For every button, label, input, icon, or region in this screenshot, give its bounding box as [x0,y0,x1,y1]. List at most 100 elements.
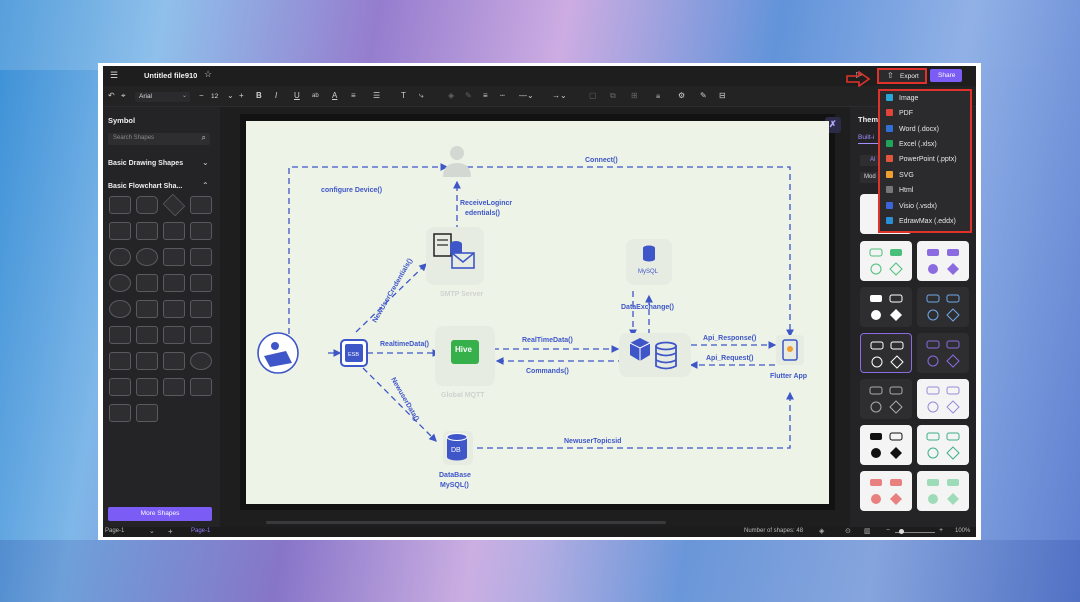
theme-tile-red[interactable] [860,471,912,511]
chevron-down-icon[interactable]: ⌄ [202,158,209,167]
process-shape[interactable] [109,196,131,214]
shadow-icon[interactable]: ▢ [589,91,597,100]
export-svg-item[interactable]: SVG [886,170,914,182]
strikethrough-icon[interactable]: ab [312,93,319,99]
terminator-shape[interactable] [109,248,131,266]
export-button[interactable]: ⇧ Export [877,68,927,84]
chip-all[interactable]: Al [860,155,882,166]
align-icon[interactable]: ≡ [351,91,356,100]
circle-shape[interactable] [109,300,131,318]
star-icon[interactable]: ☆ [204,69,213,79]
font-color-icon[interactable]: A [332,91,338,100]
decision-shape[interactable] [162,193,186,217]
card-shape[interactable] [190,222,212,240]
line-weight-icon[interactable]: ≡ [483,91,488,100]
export-html-item[interactable]: Html [886,185,913,197]
connector-icon[interactable]: ⤷ [419,91,424,100]
theme-tile-green-1[interactable] [860,241,912,281]
bold-icon[interactable]: B [256,91,262,100]
brace-right-shape[interactable] [136,404,158,422]
increase-font-icon[interactable]: + [239,91,244,100]
horizontal-scrollbar[interactable] [266,521,666,524]
more-shapes-button[interactable]: More Shapes [108,507,212,521]
chip-mode[interactable]: Mod [860,172,882,183]
actor-shape[interactable] [163,248,185,266]
sort-shape[interactable] [163,352,185,370]
ai-assistant-button[interactable]: ✗ [825,117,841,133]
connector-shape[interactable] [136,248,158,266]
collate-shape[interactable] [136,352,158,370]
chevron-down-icon[interactable]: ⌄ [227,91,234,100]
export-word-item[interactable]: Word (.docx) [886,124,939,136]
ellipse-shape[interactable] [109,274,131,292]
hexagon-shape[interactable] [109,352,131,370]
export-image-item[interactable]: Image [886,93,918,105]
theme-tile-dark-blue[interactable] [917,287,969,327]
layers-icon[interactable]: ◈ [819,528,825,535]
export-edrawmax-item[interactable]: EdrawMax (.eddx) [886,216,956,228]
stored-data-shape[interactable] [136,274,158,292]
section-basic-flowchart-shapes[interactable]: Basic Flowchart Sha... [108,183,183,190]
export-powerpoint-item[interactable]: PowerPoint (.pptx) [886,154,957,166]
database-shape[interactable] [190,248,212,266]
decrease-font-icon[interactable]: − [199,91,204,100]
annotation-shape[interactable] [163,378,185,396]
book-icon[interactable]: ▥ [864,528,871,535]
mysql-node[interactable] [626,239,672,285]
delay-shape[interactable] [136,300,158,318]
export-pdf-item[interactable]: PDF [886,108,913,120]
display-shape[interactable] [163,274,185,292]
data-shape[interactable] [190,196,212,214]
manual-input-shape[interactable] [163,222,185,240]
merge-shape[interactable] [190,326,212,344]
arc-shape[interactable] [190,378,212,396]
theme-tile-teal[interactable] [917,425,969,465]
underline-icon[interactable]: U [294,91,300,100]
preparation-shape[interactable] [190,300,212,318]
page-tab-active[interactable]: Page-1 [191,528,211,534]
theme-tile-selected[interactable] [860,333,912,373]
section-basic-drawing-shapes[interactable]: Basic Drawing Shapes [108,160,184,167]
theme-tile-mint[interactable] [917,471,969,511]
settings-icon[interactable]: ⚙ [678,91,686,100]
theme-tile-light-lavender[interactable] [917,379,969,419]
font-size-value[interactable]: 12 [211,93,219,100]
format-painter-icon[interactable]: ⌖ [121,91,126,100]
italic-icon[interactable]: I [275,91,278,100]
arrange-icon[interactable]: ⧉ [610,91,616,100]
off-page-shape[interactable] [163,326,185,344]
export-excel-item[interactable]: Excel (.xlsx) [886,139,937,151]
or-shape[interactable] [109,378,131,396]
font-select[interactable]: Arial ⌄ [135,92,190,102]
line-shape[interactable] [136,378,158,396]
loop-limit-shape[interactable] [136,326,158,344]
lock-icon[interactable]: 🔒︎ [656,91,661,100]
document-title[interactable]: Untitled file910 [144,71,198,80]
line-style-icon[interactable]: ┄ [500,91,505,100]
theme-tile-dark-white[interactable] [860,287,912,327]
theme-tile-black[interactable] [860,425,912,465]
arrow-style-icon[interactable]: →⌄ [552,91,567,100]
predefined-process-shape[interactable] [136,222,158,240]
add-page-icon[interactable]: + [168,527,173,536]
export-visio-item[interactable]: Visio (.vsdx) [886,201,937,213]
menu-icon[interactable]: ☰ [110,70,119,80]
brace-left-shape[interactable] [109,404,131,422]
data-exchange-node[interactable] [619,333,691,377]
zoom-slider[interactable] [895,532,935,533]
search-shapes-input[interactable]: Search Shapes ⌕ [108,133,210,145]
diagram-page[interactable]: SMTP Server ESB Hive Global MQTT [246,121,829,504]
share-button[interactable]: Share [930,69,962,82]
line-type-icon[interactable]: —⌄ [519,91,534,100]
list-icon[interactable]: ☰ [373,91,381,100]
document-shape[interactable] [109,222,131,240]
zoom-level[interactable]: 100% [955,528,971,534]
summing-junction-shape[interactable] [190,352,212,370]
group-icon[interactable]: ⊞ [631,91,638,100]
tab-built-in[interactable]: Built-i [858,134,875,141]
fill-icon[interactable]: ◈ [448,91,455,100]
tape-shape[interactable] [109,326,131,344]
pen-icon[interactable]: ✎ [465,91,472,100]
theme-tile-dark-violet[interactable] [917,333,969,373]
chevron-down-icon[interactable]: ⌄ [149,528,155,535]
